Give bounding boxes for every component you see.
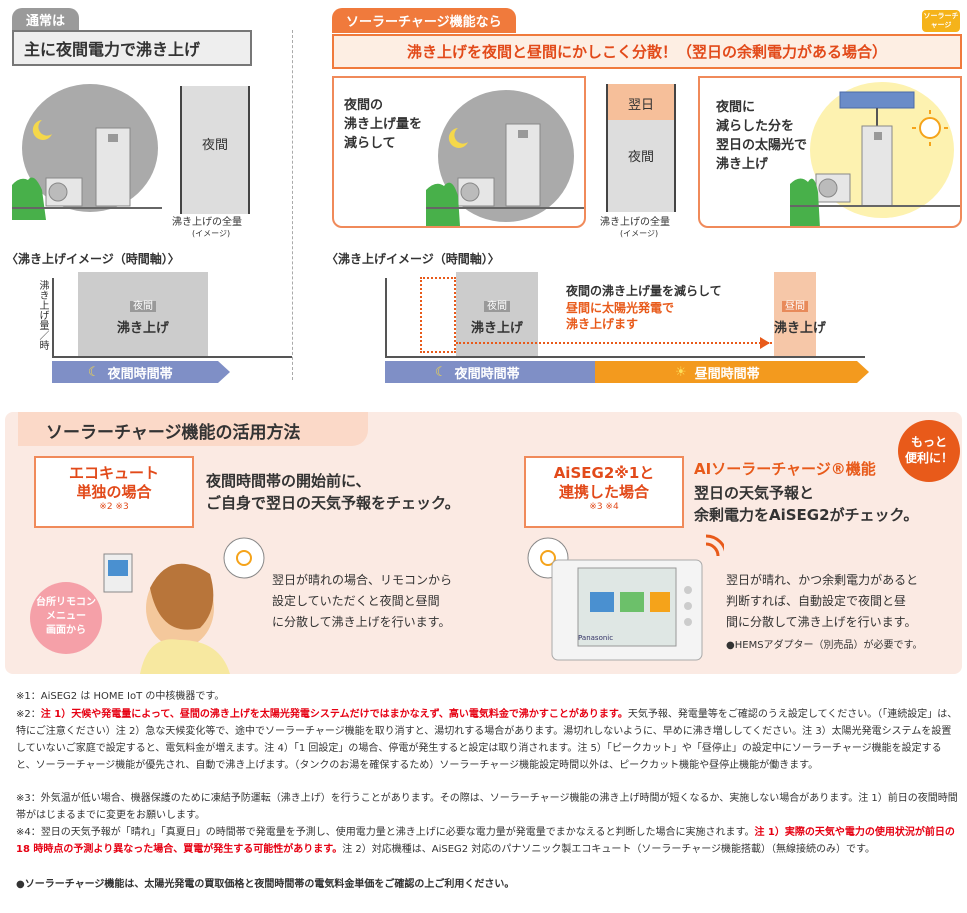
solar-day-card: 夜間に 減らした分を 翌日の太陽光で 沸き上げ [698,76,962,228]
reduced-night-outline [420,277,456,353]
footnote-1: ※1：AiSEG2 は HOME IoT の中核機器です。 [16,691,225,702]
reduced-night-tag: 夜間 [484,301,510,312]
night-reduce-card: 夜間の 沸き上げ量を 減らして [332,76,586,228]
more-convenient-badge: もっと 便利に！ [898,420,960,482]
case1-box: エコキュート 単独の場合 ※2 ※3 [34,456,194,528]
case2-note: ※3 ※4 [589,502,619,512]
axis-title-left: 〈沸き上げイメージ（時間軸）〉 [6,252,180,266]
split-total-bar: 翌日 夜間 [606,84,676,212]
case2-title: AiSEG2※1と 連携した場合 [553,464,655,501]
night-band-arrowhead [218,361,230,383]
day-band-arrowhead [857,361,869,383]
night-segment: 夜間 [608,120,674,212]
night-boil-block: 夜間 沸き上げ [78,272,208,356]
night-band-label: 夜間時間帯 [107,366,173,382]
next-day-segment: 翌日 [608,84,674,120]
night-block-text: 沸き上げ [116,321,169,336]
image-label-right: (イメージ) [620,229,659,238]
y-axis-line-right [385,278,387,358]
night-reduce-text: 夜間の 沸き上げ量を 減らして [344,98,423,151]
solar-title: 沸き上げを夜間と昼間にかしこく分散！（翌日の余剰電力がある場合） [332,34,962,69]
day-boil-block: 昼間 沸き上げ [774,272,827,356]
x-axis-line [52,356,292,358]
day-band-right: ☀ 昼間時間帯 [595,361,857,383]
shift-arrowhead [760,337,770,349]
image-label-left: (イメージ) [192,229,231,238]
solar-day-text: 夜間に 減らした分を 翌日の太陽光で 沸き上げ [716,100,808,172]
day-house-illustration [790,82,960,226]
case2-head-orange: AIソーラーチャージ®機能 [694,460,876,478]
y-axis-line [52,278,54,358]
footnote-4-warning: 注 1）実際の天気や電力の使用状況が前日の 18 時時点の予測より異なった場合、… [16,827,955,855]
case2-box: AiSEG2※1と 連携した場合 ※3 ※4 [524,456,684,528]
moon-icon: ☾ [88,364,100,380]
aiseg2-device-illustration [527,534,724,661]
night-band-right: ☾ 夜間時間帯 [385,361,595,383]
total-label-right: 沸き上げの全量 [600,217,670,228]
solar-charge-logo: ソーラーチャージ [922,10,960,32]
solar-tag: ソーラーチャージ機能なら [332,8,516,33]
night-band-left: ☾ 夜間時間帯 [52,361,218,383]
axis-title-right: 〈沸き上げイメージ（時間軸）〉 [326,252,500,266]
case1-body: 翌日が晴れの場合、リモコンから 設定していただくと夜間と昼間 に分散して沸き上げ… [272,573,453,629]
footnote-4-head: ※4：翌日の天気予報が「晴れ」「真夏日」の時間帯で発電量を予測し、使用電力量と沸… [16,827,755,838]
case2-body: 翌日が晴れ、かつ余剰電力があると 判断すれば、自動設定で夜間と昼 間に分散して沸… [726,573,919,629]
night-scene-illustration [12,80,162,220]
explain-black: 夜間の沸き上げ量を減らして [566,284,722,298]
section-divider [292,30,293,380]
case2-head: 翌日の天気予報と 余剰電力をAiSEG2がチェック。 [694,484,919,524]
moon-icon-right: ☾ [435,364,447,380]
day-block-tag: 昼間 [782,301,808,312]
usage-title: ソーラーチャージ機能の活用方法 [18,412,368,446]
final-warning: ●ソーラーチャージ機能は、太陽光発電の買取価格と夜間時間帯の電気料金単価をご確認… [16,879,515,890]
device-brand: Panasonic [578,634,614,642]
total-label-left: 沸き上げの全量 [172,217,242,228]
case1-head: 夜間時間帯の開始前に、 ご自身で翌日の天気予報をチェック。 [206,472,460,512]
footnote-2-head: ※2： [16,709,41,720]
woman-remote-illustration [103,537,265,674]
footnote-2-rest: 天気予報、発電量等をご確認のうえ設定してください。（「連続設定」は、特にご注意く… [16,709,958,771]
night-block-tag: 夜間 [130,301,156,312]
y-axis-label: 沸き上げ量／時 [37,280,48,350]
kitchen-remote-badge: 台所リモコン メニュー 画面から [30,582,102,654]
sun-icon: ☀ [675,364,687,380]
night-total-bar: 夜間 [180,86,250,214]
case2-small: ●HEMSアダプター（別売品）が必要です。 [726,640,923,651]
shift-arrow-line [456,342,772,344]
footnote-4-rest: 注 2）対応機種は、AiSEG2 対応のパナソニック製エコキュート（ソーラーチャ… [342,844,876,855]
night-bar-label: 夜間 [201,138,228,153]
night-band-right-label: 夜間時間帯 [454,366,520,382]
night-house-illustration [426,90,584,226]
reduced-night-text: 沸き上げ [470,321,523,336]
day-block-text: 沸き上げ [774,321,827,336]
case1-title: エコキュート 単独の場合 [68,464,159,501]
explain-orange: 昼間に太陽光発電で 沸き上げます [566,301,675,331]
normal-title: 主に夜間電力で沸き上げ [12,30,252,66]
footnote-4: ※4：翌日の天気予報が「晴れ」「真夏日」の時間帯で発電量を予測し、使用電力量と沸… [16,824,960,858]
case1-note: ※2 ※3 [99,502,129,512]
x-axis-line-right [385,356,865,358]
footnote-2: ※2：注 1）天候や発電量によって、昼間の沸き上げを太陽光発電システムだけではま… [16,706,960,774]
normal-tag: 通常は [12,8,80,31]
day-band-right-label: 昼間時間帯 [694,366,760,382]
footnote-2-warning: 注 1）天候や発電量によって、昼間の沸き上げを太陽光発電システムだけではまかなえ… [40,709,628,720]
footnote-3: ※3：外気温が低い場合、機器保護のために凍結予防運転（沸き上げ）を行うことがあり… [16,793,958,821]
